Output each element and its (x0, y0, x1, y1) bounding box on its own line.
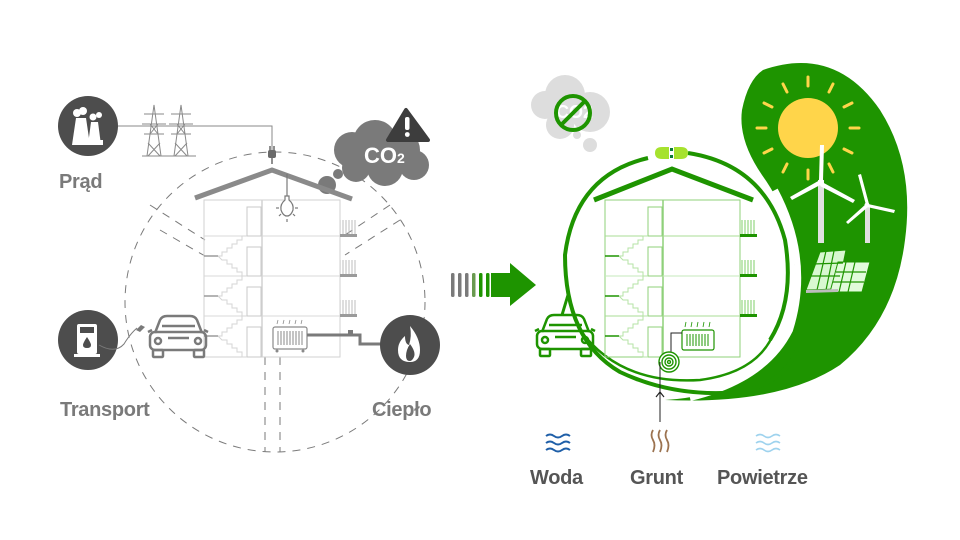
white-band (689, 188, 802, 401)
solar-panel-icon (805, 249, 871, 293)
fuel-hose (98, 327, 138, 350)
water-waves-icon (545, 433, 571, 453)
radiator-icon (272, 319, 308, 353)
wind-turbine-icon (790, 145, 855, 243)
valve-icon (348, 330, 353, 336)
heat-pump-coil-icon (658, 351, 680, 373)
green-energy-drop (665, 63, 908, 401)
label-source-water: Woda (530, 467, 583, 489)
car-charge-line (560, 294, 570, 316)
plug-icon (268, 146, 276, 164)
sun-icon (755, 75, 861, 181)
arrow-up-icon (655, 391, 665, 398)
car-icon (534, 313, 596, 358)
flame-icon (380, 315, 440, 375)
label-electricity: Prąd (59, 171, 103, 193)
lightbulb-icon (276, 174, 298, 222)
wind-turbine-icon (846, 174, 895, 243)
right-building (593, 166, 757, 358)
plug-icon (655, 147, 688, 159)
power-pylon-icon (142, 104, 196, 157)
label-source-ground: Grunt (630, 467, 683, 489)
heating-pipe (307, 333, 381, 346)
power-plant-icon (58, 96, 118, 156)
power-line (118, 125, 276, 164)
heat-pump-pipe (670, 332, 682, 357)
fuel-pump-icon (58, 310, 118, 370)
radiator-icon (681, 321, 715, 351)
warning-icon (386, 108, 430, 142)
co2-text: CO2 (364, 143, 405, 168)
arrow-right-icon (451, 263, 536, 306)
fuel-nozzle (136, 325, 145, 332)
label-transport: Transport (60, 399, 150, 421)
car-icon (147, 314, 209, 359)
ground-heat-icon (650, 429, 670, 453)
left-building (194, 167, 357, 358)
air-waves-icon (755, 433, 781, 453)
label-heat: Ciepło (372, 399, 432, 421)
label-source-air: Powietrze (717, 467, 808, 489)
no-co2-icon: CO2 (531, 75, 610, 152)
